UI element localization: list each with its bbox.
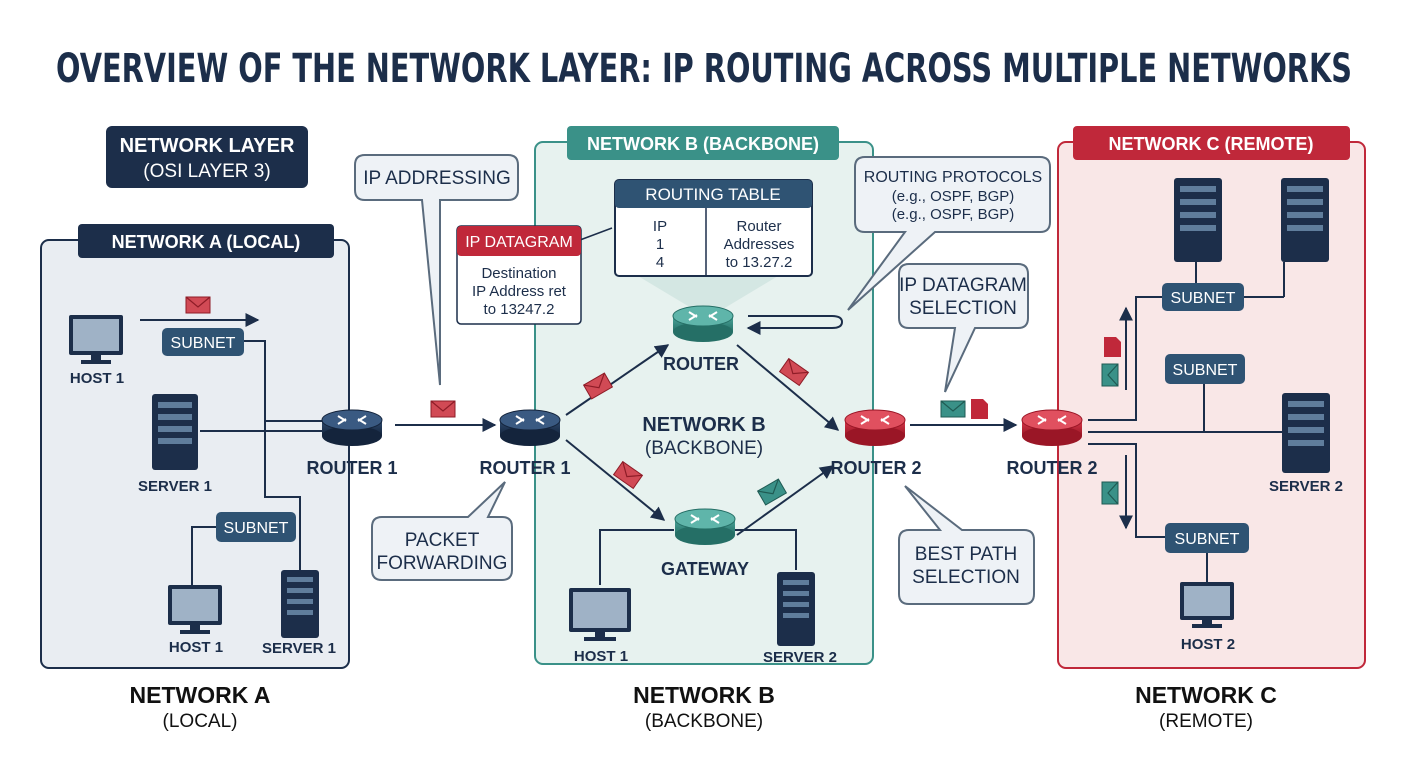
subnet-c-mid-label: SUBNET [1173, 362, 1238, 379]
server-icon [152, 394, 198, 470]
callout-ip-addressing: IP ADDRESSING [354, 154, 519, 386]
network-a-caption: NETWORK A [130, 682, 271, 708]
packet-forwarding-line2: FORWARDING [377, 553, 508, 574]
ip-datagram-card: IP DATAGRAM Destination IP Address ret t… [456, 225, 613, 325]
routing-protocols-line1: ROUTING PROTOCOLS [864, 169, 1042, 186]
gateway-label: GATEWAY [661, 559, 749, 579]
server-icon [1174, 178, 1222, 262]
envelope-icon [940, 400, 966, 418]
network-a-caption-sub: (LOCAL) [163, 711, 238, 732]
network-layer-subtitle: (OSI LAYER 3) [143, 161, 270, 182]
router-b-top-label: ROUTER [663, 354, 739, 374]
network-b-tab-label: NETWORK B (BACKBONE) [587, 134, 819, 154]
best-path-line2: SELECTION [912, 567, 1020, 588]
router-icon [1021, 409, 1083, 446]
network-layer-title: NETWORK LAYER [120, 135, 295, 157]
network-b-center-title: NETWORK B [642, 414, 765, 436]
packet-forwarding-line1: PACKET [405, 530, 480, 551]
document-icon [1104, 337, 1121, 357]
rt-right-1: Router [736, 218, 781, 235]
subnet-c-top-label: SUBNET [1171, 290, 1236, 307]
rt-left-1: IP [653, 218, 667, 235]
network-c-caption: NETWORK C [1135, 682, 1277, 708]
host-b-label: HOST 1 [574, 648, 628, 665]
callout-routing-protocols: ROUTING PROTOCOLS (e.g., OSPF, BGP) (e.g… [847, 156, 1051, 311]
ip-datagram-line3: to 13247.2 [484, 301, 555, 318]
envelope-icon [582, 372, 614, 400]
rt-left-2: 1 [656, 236, 664, 253]
monitor-icon [569, 588, 631, 641]
host-a-bottom-label: HOST 1 [169, 639, 223, 656]
envelope-icon [778, 357, 810, 387]
ip-addressing-label: IP ADDRESSING [363, 168, 510, 189]
envelope-icon [1101, 363, 1119, 387]
server-icon [777, 572, 815, 646]
datagram-selection-line2: SELECTION [909, 298, 1017, 319]
network-c-tab-label: NETWORK C (REMOTE) [1109, 134, 1314, 154]
routing-protocols-line3: (e.g., OSPF, BGP) [892, 206, 1015, 223]
monitor-icon [168, 585, 222, 634]
router-b-out-label: ROUTER 2 [830, 458, 921, 478]
router-a-label: ROUTER 1 [306, 458, 397, 478]
ip-datagram-header: IP DATAGRAM [465, 234, 573, 251]
routing-table-header: ROUTING TABLE [645, 185, 780, 204]
subnet-c-top [1162, 283, 1244, 311]
document-icon [971, 399, 988, 419]
envelope-icon [430, 400, 456, 418]
envelope-icon [185, 296, 211, 314]
network-b-center-sub: (BACKBONE) [645, 438, 763, 459]
monitor-icon [69, 315, 123, 364]
callout-best-path: BEST PATH SELECTION [898, 485, 1035, 605]
subnet-a-top [162, 328, 244, 356]
network-a-tab-label: NETWORK A (LOCAL) [112, 232, 301, 252]
network-b-caption: NETWORK B [633, 682, 775, 708]
subnet-a-bottom [216, 512, 296, 542]
router-icon [672, 305, 734, 342]
server-b-label: SERVER 2 [763, 649, 837, 666]
network-c-tab [1073, 126, 1350, 160]
router-icon [499, 409, 561, 446]
callout-datagram-selection: IP DATAGRAM SELECTION [898, 263, 1029, 393]
router-c-label: ROUTER 2 [1006, 458, 1097, 478]
callout-packet-forwarding: PACKET FORWARDING [371, 481, 513, 581]
routing-table: ROUTING TABLE IP 1 4 Router Addresses to… [614, 179, 813, 318]
rt-left-3: 4 [656, 254, 664, 271]
subnet-a-bottom-label: SUBNET [224, 520, 289, 537]
network-a-tab [78, 224, 334, 258]
envelope-icon [756, 478, 788, 506]
datagram-selection-line1: IP DATAGRAM [899, 275, 1027, 296]
subnet-a-top-label: SUBNET [171, 335, 236, 352]
envelope-icon [612, 460, 644, 490]
host-c-label: HOST 2 [1181, 636, 1235, 653]
router-icon [321, 409, 383, 446]
subnet-c-bottom-label: SUBNET [1175, 531, 1240, 548]
routing-protocols-line2: (e.g., OSPF, BGP) [892, 188, 1015, 205]
network-c-caption-sub: (REMOTE) [1159, 711, 1253, 732]
rt-right-3: to 13.27.2 [726, 254, 793, 271]
network-b-tab [567, 126, 839, 160]
router-icon [844, 409, 906, 446]
server-c-label: SERVER 2 [1269, 478, 1343, 495]
envelope-icon [1101, 481, 1119, 505]
server-icon [281, 570, 319, 638]
subnet-c-bottom [1165, 523, 1249, 553]
subnet-c-mid [1165, 354, 1245, 384]
links [140, 262, 1285, 598]
rt-right-2: Addresses [724, 236, 795, 253]
server-icon [1282, 393, 1330, 473]
router-icon [674, 508, 736, 545]
ip-datagram-line2: IP Address ret [472, 283, 567, 300]
page-title: OVERVIEW OF THE NETWORK LAYER: IP ROUTIN… [56, 46, 1352, 92]
network-layer-box [106, 126, 308, 188]
router-b-in-label: ROUTER 1 [479, 458, 570, 478]
server-a-mid-label: SERVER 1 [138, 478, 212, 495]
server-a-bottom-label: SERVER 1 [262, 640, 336, 657]
server-icon [1281, 178, 1329, 262]
monitor-icon [1180, 582, 1234, 628]
network-b-caption-sub: (BACKBONE) [645, 711, 763, 732]
host-a-top-label: HOST 1 [70, 370, 124, 387]
best-path-line1: BEST PATH [915, 544, 1017, 565]
ip-datagram-line1: Destination [481, 265, 556, 282]
